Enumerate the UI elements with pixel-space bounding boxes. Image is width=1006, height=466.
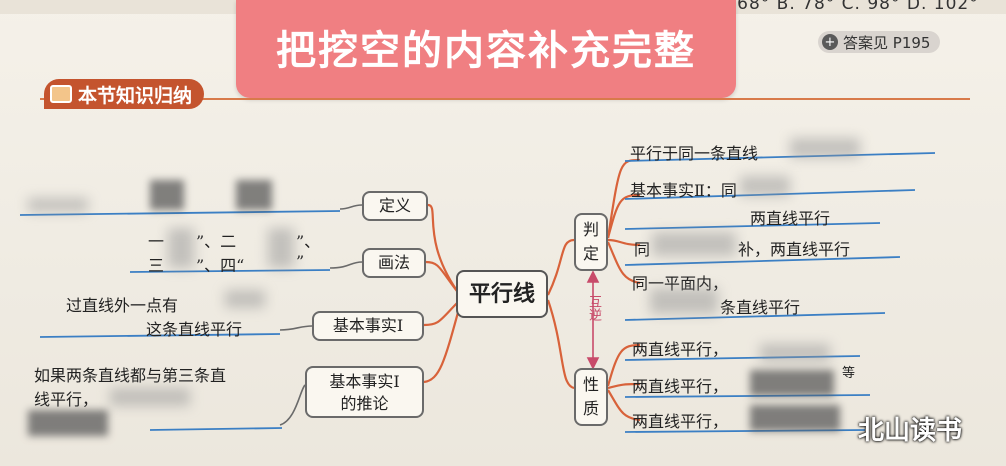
node-judge: 判 定 <box>574 213 608 271</box>
drawing-line1-a: 一 <box>148 232 165 251</box>
hidden-answer-fact <box>225 290 265 308</box>
drawing-line1-c: ”、 <box>296 232 321 251</box>
corollary-line2: 的推论 <box>340 394 389 413</box>
prop-sub-3 <box>607 389 641 422</box>
answer-reference: + 答案见 P195 <box>818 31 941 53</box>
prop-sub-1 <box>606 343 641 387</box>
connector-drawing <box>329 261 363 269</box>
hidden-answer-definition-3 <box>28 198 88 212</box>
connector-fact <box>279 325 313 331</box>
connector-corollary <box>279 384 306 426</box>
corollary-text-line2: 线平行， <box>34 390 99 409</box>
property-char-1: 性 <box>582 375 599 394</box>
judge-text-4a: 同 <box>634 240 651 259</box>
blank-line-definition <box>19 210 341 216</box>
blank-line-j1 <box>624 152 936 162</box>
branch-drawing <box>425 260 461 296</box>
judge-char-2: 定 <box>582 244 599 263</box>
answer-label: 答案见 P195 <box>843 33 931 52</box>
hidden-answer-j6 <box>650 288 718 314</box>
judge-text-1: 平行于同一条直线 <box>630 144 759 163</box>
drawing-line2-b: ”、四“ <box>196 256 245 275</box>
drawing-line2-c: ” <box>296 252 305 271</box>
hidden-answer-drawing-1 <box>168 228 194 268</box>
corollary-text-line1: 如果两条直线都与第三条直 <box>34 366 227 385</box>
blank-line-fact <box>39 333 281 338</box>
property-char-2: 质 <box>582 399 599 418</box>
section-divider <box>40 98 970 100</box>
section-title: 本节知识归纳 <box>78 84 193 107</box>
branch-corollary <box>423 304 462 384</box>
book-icon <box>50 85 72 103</box>
hidden-answer-corollary-1 <box>28 410 108 436</box>
node-basic-fact: 基本事实Ⅰ <box>312 311 424 341</box>
blank-line-j3 <box>624 222 881 230</box>
node-property: 性 质 <box>574 368 608 426</box>
relation-arrow-up <box>586 270 600 283</box>
banner-title: 把挖空的内容补充完整 <box>276 28 696 74</box>
blank-line-drawing <box>129 269 331 273</box>
judge-sub-3 <box>607 238 641 247</box>
node-drawing: 画法 <box>362 248 426 278</box>
hidden-answer-j2 <box>740 176 790 196</box>
blank-line-corollary <box>149 427 283 431</box>
relation-label: 互逆 <box>586 295 601 321</box>
hidden-answer-j4 <box>652 232 736 256</box>
judge-char-1: 判 <box>582 220 599 239</box>
corollary-line1: 基本事实Ⅰ <box>329 372 400 391</box>
property-text-2: 两直线平行， <box>632 377 729 396</box>
node-corollary: 基本事实Ⅰ 的推论 <box>305 366 424 418</box>
fact-line2: 这条直线平行 <box>146 320 243 339</box>
hidden-answer-p3 <box>750 405 840 431</box>
branch-definition <box>427 203 461 296</box>
property-text-2-tail: 等 <box>842 366 856 381</box>
property-text-1: 两直线平行， <box>632 340 729 359</box>
prop-sub-2 <box>607 382 641 390</box>
blank-line-j6 <box>624 312 886 321</box>
branch-judge <box>547 238 575 296</box>
node-definition: 定义 <box>362 191 428 221</box>
watermark: 北山读书 <box>858 416 963 446</box>
property-text-3: 两直线平行， <box>632 412 729 431</box>
instruction-banner: 把挖空的内容补充完整 <box>236 0 736 98</box>
answer-options: A. 68° B. 78° C. 98° D. 102° <box>712 0 979 14</box>
hidden-answer-drawing-2 <box>268 228 294 268</box>
drawing-line1-b: ”、二 <box>196 232 237 251</box>
section-header: 本节知识归纳 <box>44 79 205 109</box>
judge-text-2: 基本事实Ⅱ：同 <box>630 181 737 200</box>
fact-line1: 过直线外一点有 <box>66 296 179 315</box>
branch-basic-fact <box>423 299 461 327</box>
judge-text-3: 两直线平行 <box>750 209 831 228</box>
branch-property <box>546 299 575 390</box>
hidden-answer-p1 <box>760 344 830 362</box>
hidden-answer-corollary-2 <box>110 388 190 406</box>
center-node: 平行线 <box>456 270 548 318</box>
judge-sub-2 <box>606 193 641 239</box>
blank-line-j4 <box>624 256 901 266</box>
hidden-answer-j1 <box>790 138 860 158</box>
judge-text-6: 条直线平行 <box>720 298 801 317</box>
relation-arrow-down <box>586 357 600 370</box>
judge-text-4b: 补，两直线平行 <box>738 240 851 259</box>
hidden-answer-definition-1 <box>150 180 184 210</box>
hidden-answer-p2 <box>750 370 834 396</box>
plus-icon: + <box>822 34 838 50</box>
connector-definition <box>339 204 363 210</box>
hidden-answer-definition-2 <box>236 180 272 210</box>
drawing-line2-a: 三 <box>148 256 165 275</box>
judge-sub-4 <box>606 241 641 285</box>
